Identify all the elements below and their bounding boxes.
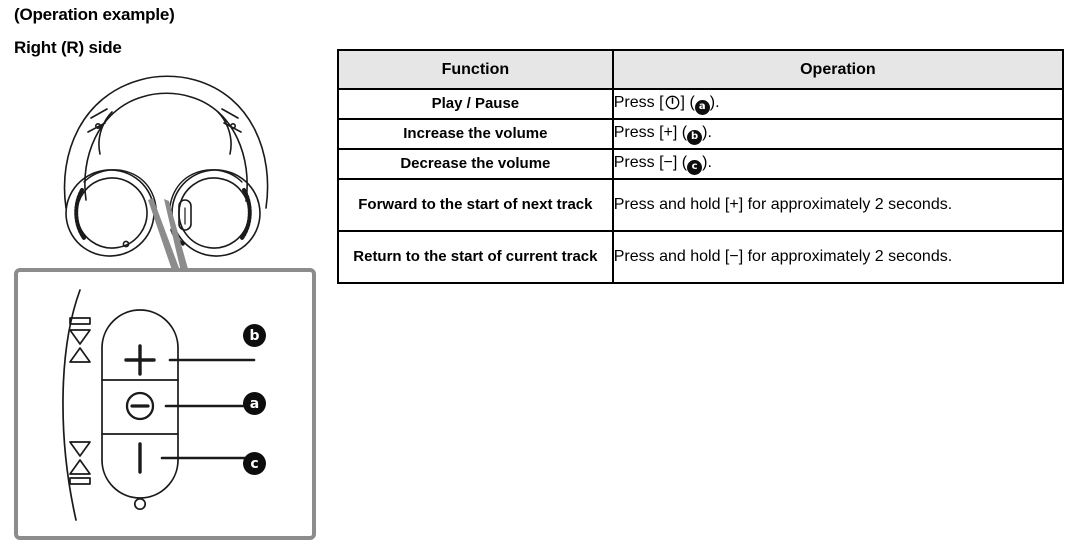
cell-function: Increase the volume: [337, 118, 614, 150]
table-row: Forward to the start of next track Press…: [337, 178, 1065, 232]
callout-bullet-a: a: [243, 392, 266, 415]
column-header-function: Function: [337, 49, 614, 90]
operation-text-prefix: Press [+] (: [613, 124, 688, 142]
column-header-operation: Operation: [611, 49, 1065, 90]
operation-text-suffix: ).: [702, 154, 712, 172]
subtitle-right-side: Right (R) side: [14, 38, 122, 57]
table-row: Play / Pause Press [ ] (a).: [337, 88, 1065, 120]
cell-operation: Press and hold [−] for approximately 2 s…: [611, 230, 1065, 284]
power-icon: [665, 95, 679, 110]
callout-bullet-b: b: [243, 324, 266, 347]
operation-text-mid: ] (: [680, 94, 695, 112]
operation-text-prefix: Press [: [613, 94, 664, 112]
page-title: (Operation example): [14, 5, 175, 24]
cell-function: Decrease the volume: [337, 148, 614, 180]
cell-function: Return to the start of current track: [337, 230, 614, 284]
inline-bullet-b: b: [687, 129, 703, 145]
cell-operation: Press [+] (b).: [611, 118, 1065, 150]
cell-operation: Press [−] (c).: [611, 148, 1065, 180]
control-detail-callout-box: [14, 268, 316, 540]
right-earcup-control-detail-icon: [62, 289, 256, 521]
operation-table: Function Operation Play / Pause Press [ …: [337, 49, 1065, 284]
operation-text-prefix: Press [−] (: [613, 154, 688, 172]
callout-leader-line: [148, 198, 190, 276]
table-row: Decrease the volume Press [−] (c).: [337, 148, 1065, 180]
table-header-row: Function Operation: [337, 49, 1065, 90]
cell-function: Forward to the start of next track: [337, 178, 614, 232]
cell-operation: Press [ ] (a).: [611, 88, 1065, 120]
table-row: Increase the volume Press [+] (b).: [337, 118, 1065, 150]
cell-function: Play / Pause: [337, 88, 614, 120]
cell-operation: Press and hold [+] for approximately 2 s…: [611, 178, 1065, 232]
callout-bullet-c: c: [243, 452, 266, 475]
inline-bullet-c: c: [687, 159, 703, 175]
operation-text-suffix: ).: [709, 94, 720, 112]
operation-text-suffix: ).: [702, 124, 712, 142]
table-row: Return to the start of current track Pre…: [337, 230, 1065, 284]
inline-bullet-a: a: [694, 99, 710, 115]
